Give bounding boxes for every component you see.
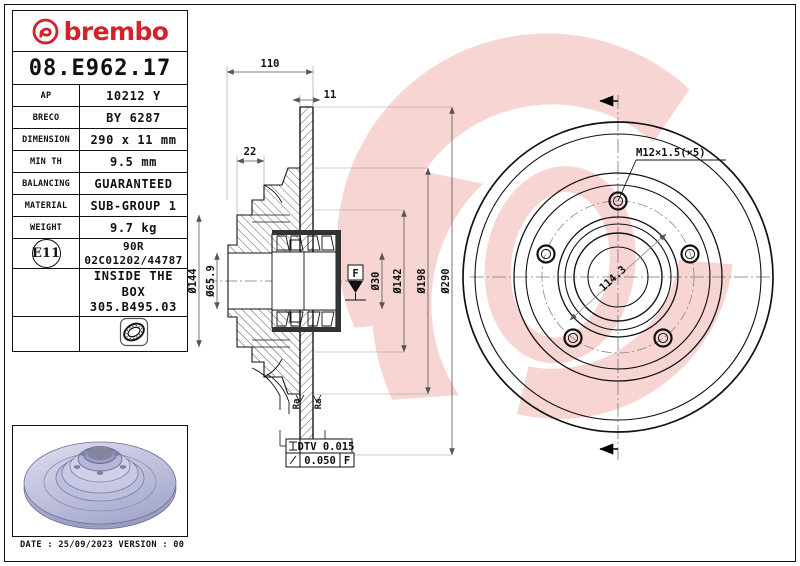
spec-value: 290 x 11 mm: [79, 128, 188, 151]
table-row: MATERIAL SUB-GROUP 1: [12, 194, 188, 217]
spec-value: 9.5 mm: [79, 150, 188, 173]
spec-value: SUB-GROUP 1: [79, 194, 188, 217]
table-row: DIMENSION 290 x 11 mm: [12, 128, 188, 151]
spec-value: GUARANTEED: [79, 172, 188, 195]
approval-row: E11 90R 02C01202/44787: [12, 238, 188, 269]
inside-box-line1: INSIDE THE BOX: [93, 269, 174, 299]
date-bar: DATE : 25/09/2023 VERSION : 00: [12, 540, 188, 550]
table-row: AP 10212 Y: [12, 84, 188, 107]
spec-label: WEIGHT: [12, 216, 80, 239]
spec-label: AP: [12, 84, 80, 107]
approval-number-cell: 90R 02C01202/44787: [79, 238, 188, 269]
date-text: DATE : 25/09/2023 VERSION : 00: [20, 540, 185, 550]
inside-box-row: INSIDE THE BOX 305.B495.03: [12, 268, 188, 317]
spec-label: BRECO: [12, 106, 80, 129]
spec-label: MIN TH: [12, 150, 80, 173]
bearing-icon: [119, 317, 148, 346]
sheet-border: [4, 4, 796, 562]
icon-empty-left: [12, 315, 80, 352]
icon-row: [12, 315, 188, 352]
brembo-logo-icon: [32, 18, 59, 44]
approval-line2: 02C01202/44787: [84, 253, 183, 267]
product-photo: [12, 425, 188, 537]
table-row: MIN TH 9.5 mm: [12, 150, 188, 173]
spec-label: DIMENSION: [12, 128, 80, 151]
brand-logo-cell: brembo: [12, 10, 188, 51]
e11-circle: E11: [31, 239, 61, 268]
inside-box-empty: [12, 268, 80, 317]
spec-label: BALANCING: [12, 172, 80, 195]
inside-box-line2: 305.B495.03: [89, 300, 178, 315]
table-row: BRECO BY 6287: [12, 106, 188, 129]
table-row: BALANCING GUARANTEED: [12, 172, 188, 195]
table-row: WEIGHT 9.7 kg: [12, 216, 188, 239]
inside-box-cell: INSIDE THE BOX 305.B495.03: [79, 268, 188, 317]
part-code: 08.E962.17: [28, 55, 172, 81]
e11-label: E11: [32, 246, 60, 261]
bearing-icon-cell: [79, 315, 188, 352]
spec-table: AP 10212 Y BRECO BY 6287 DIMENSION 290 x…: [12, 84, 188, 352]
brand-name: brembo: [63, 16, 169, 46]
part-code-cell: 08.E962.17: [12, 51, 188, 85]
spec-value: 9.7 kg: [79, 216, 188, 239]
info-panel: brembo 08.E962.17 AP 10212 Y BRECO BY 62…: [12, 10, 188, 352]
spec-label: MATERIAL: [12, 194, 80, 217]
approval-line1: 90R: [122, 239, 145, 253]
spec-value: 10212 Y: [79, 84, 188, 107]
spec-value: BY 6287: [79, 106, 188, 129]
e11-mark-cell: E11: [12, 238, 80, 269]
